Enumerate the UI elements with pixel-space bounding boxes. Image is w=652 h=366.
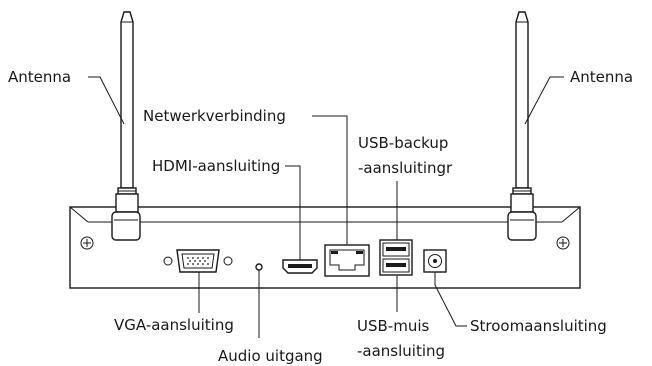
- label-hdmi: HDMI-aansluiting: [152, 157, 280, 175]
- label-antenna-right: Antenna: [570, 68, 633, 86]
- label-usb-backup-line2: -aansluitingr: [358, 159, 453, 177]
- label-usb-mouse-line1: USB-muis: [357, 317, 429, 335]
- vga-port: [163, 249, 233, 273]
- right-screw-icon: [556, 236, 570, 250]
- label-antenna-left: Antenna: [8, 68, 71, 86]
- label-usb-mouse-line2: -aansluiting: [357, 342, 445, 360]
- label-usb-backup-line1: USB-backup: [358, 134, 448, 152]
- label-audio: Audio uitgang: [218, 347, 323, 365]
- left-screw-icon: [80, 236, 94, 250]
- power-port: [423, 249, 447, 273]
- callout-lines: [88, 76, 564, 338]
- audio-port: [255, 263, 263, 271]
- usb-ports: [379, 239, 413, 276]
- left-antenna: [111, 11, 141, 241]
- hdmi-port: [282, 259, 318, 274]
- label-network: Netwerkverbinding: [143, 107, 286, 125]
- right-antenna: [507, 11, 537, 241]
- ethernet-port: [324, 244, 370, 277]
- label-power: Stroomaansluiting: [470, 317, 607, 335]
- label-vga: VGA-aansluiting: [114, 316, 234, 334]
